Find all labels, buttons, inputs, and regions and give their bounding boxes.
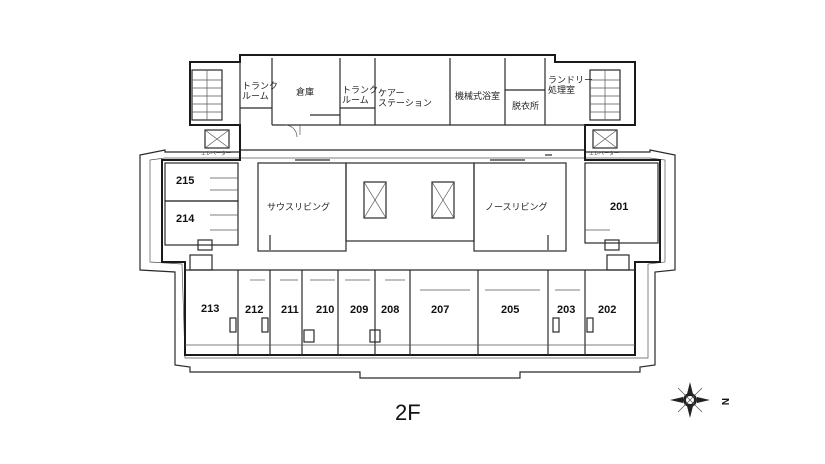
staircase-right: [589, 69, 621, 121]
unit-214-label: 214: [176, 213, 195, 225]
elevator-left-label: エレベーター: [201, 150, 231, 157]
unit-205-label: 205: [501, 304, 519, 316]
room-trunk-center-label: トランク ルーム: [342, 85, 381, 106]
unit-209-label: 209: [350, 304, 368, 316]
unit-215-label: 215: [176, 175, 194, 187]
south-living-label: サウスリビング: [267, 201, 330, 213]
unit-214-block: [164, 200, 239, 251]
unit-212-label: 212: [245, 304, 263, 316]
floor-label: 2F: [395, 400, 421, 425]
label-line: 処理室: [548, 84, 575, 96]
room-machine-bath-label: 機械式浴室: [455, 90, 500, 102]
compass-icon: [670, 382, 710, 418]
terrace-outline: [139, 149, 676, 379]
bottom-unit-row: [185, 254, 635, 355]
elevator-right: エレベーター: [589, 129, 619, 157]
north-living-label: ノースリビング: [485, 201, 548, 213]
room-storage-label: 倉庫: [296, 86, 314, 98]
staircase-left: [191, 69, 223, 121]
bathroom-markers: [229, 317, 594, 343]
unit-201-block: [584, 162, 659, 251]
unit-210-label: 210: [316, 304, 334, 316]
unit-213-label: 213: [201, 303, 219, 315]
room-trunk-left-label: トランク ルーム: [242, 81, 281, 102]
service-block: [239, 58, 585, 138]
elevator-left: エレベーター: [201, 129, 231, 157]
atrium-voids: [345, 162, 475, 242]
unit-201-label: 201: [610, 201, 628, 213]
label-line: ルーム: [242, 91, 269, 102]
building-outline: [161, 54, 661, 356]
elevator-right-label: エレベーター: [589, 150, 619, 157]
unit-211-label: 211: [281, 304, 299, 316]
compass-north-label: N: [719, 398, 730, 405]
unit-203-label: 203: [557, 304, 575, 316]
room-care-station-label: ケアー ステーション: [378, 88, 432, 109]
unit-207-label: 207: [431, 304, 449, 316]
north-living-area: [473, 154, 567, 252]
room-dressing-label: 脱衣所: [512, 100, 539, 112]
room-laundry-label: ランドリー 処理室: [548, 75, 596, 96]
unit-208-label: 208: [381, 304, 399, 316]
unit-202-label: 202: [598, 304, 616, 316]
terrace-inner: [149, 157, 666, 359]
label-line: ルーム: [342, 95, 369, 106]
label-line: ステーション: [378, 98, 432, 109]
